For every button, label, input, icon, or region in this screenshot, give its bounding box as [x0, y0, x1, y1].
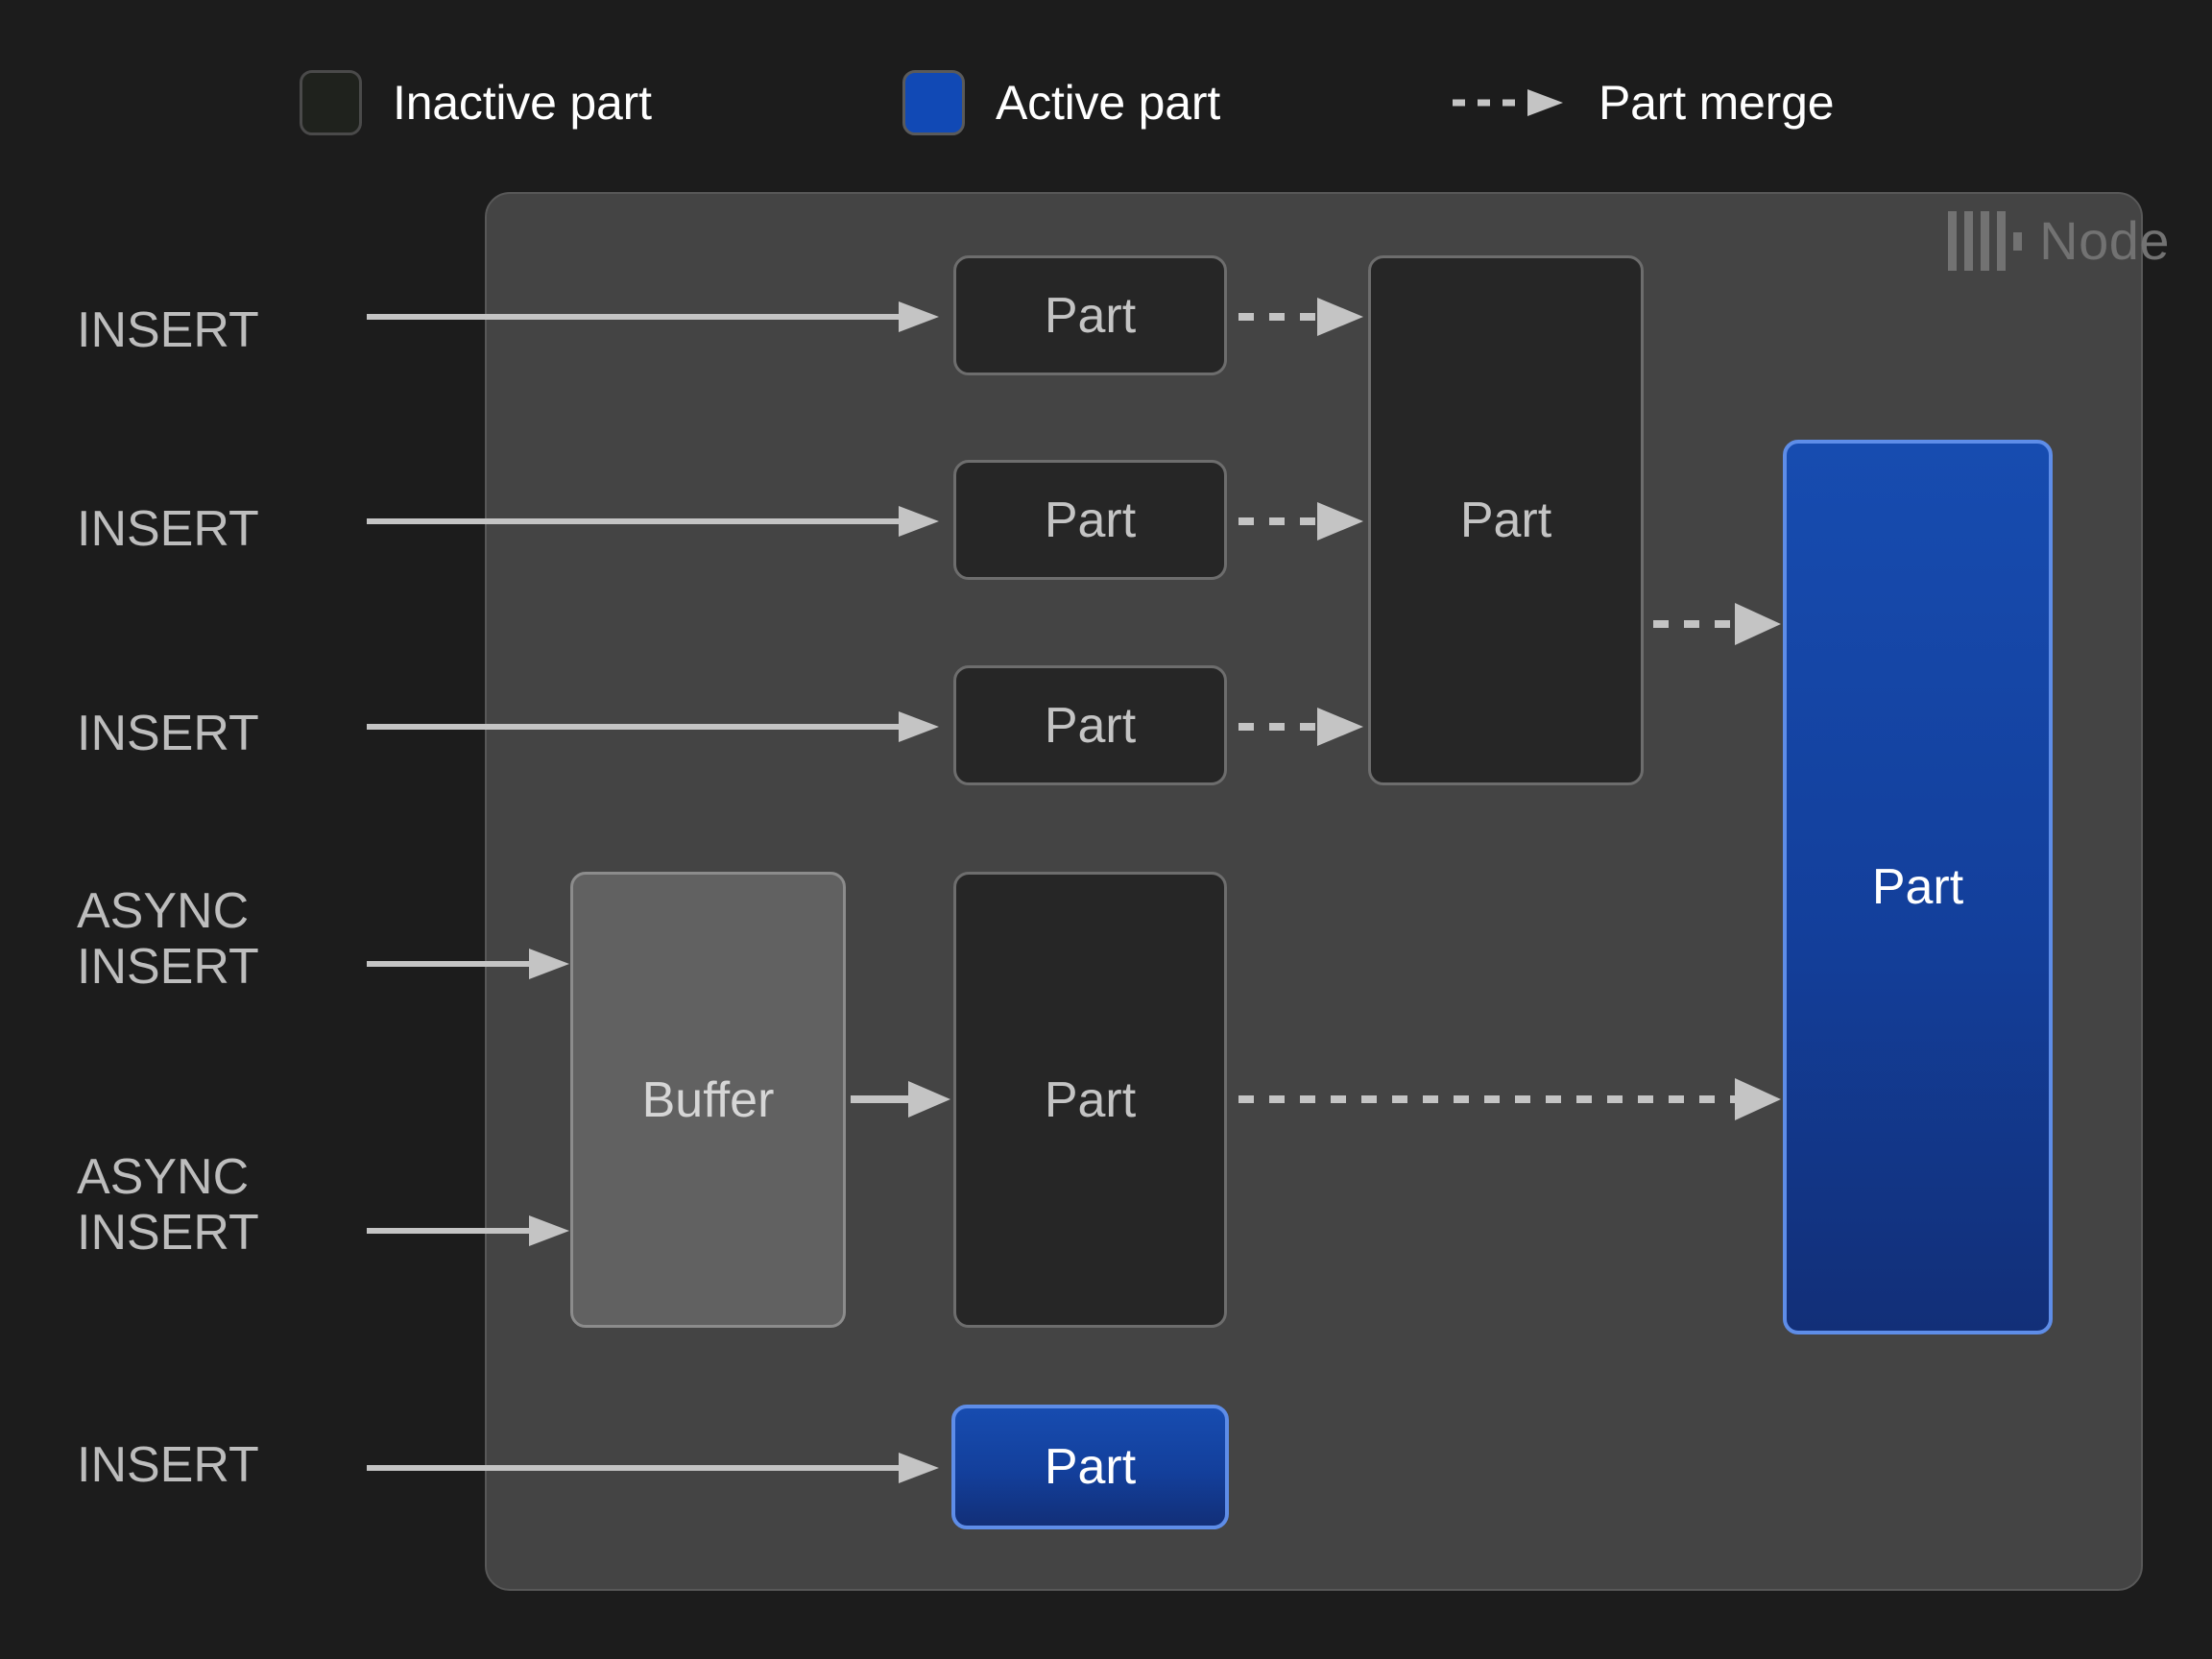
- part-box-final[interactable]: Part: [1783, 440, 2053, 1334]
- inactive-part-swatch: [300, 70, 362, 135]
- node-label: Node: [2039, 210, 2170, 271]
- part-box-1-label: Part: [1044, 287, 1137, 344]
- dashed-arrow-icon: [1453, 88, 1568, 117]
- part-box-merged-label: Part: [1459, 493, 1552, 548]
- legend-label-inactive-part: Inactive part: [393, 76, 652, 130]
- part-box-2-label: Part: [1044, 492, 1137, 548]
- clickhouse-logo-icon: [1948, 210, 2023, 271]
- part-box-buffered-label: Part: [1044, 1071, 1137, 1128]
- part-box-buffered[interactable]: Part: [953, 872, 1227, 1328]
- source-label-insert-4: INSERT: [77, 1437, 259, 1493]
- part-box-3-label: Part: [1044, 697, 1137, 754]
- legend-item-active-part: Active part: [902, 50, 1220, 156]
- source-label-async-insert-2: ASYNC INSERT: [77, 1149, 259, 1261]
- part-box-merged[interactable]: Part: [1368, 255, 1644, 785]
- legend-item-part-merge: Part merge: [1453, 50, 1835, 156]
- part-box-1[interactable]: Part: [953, 255, 1227, 375]
- part-box-direct[interactable]: Part: [951, 1405, 1229, 1529]
- legend: Inactive part Active part Part merge: [0, 50, 2212, 156]
- node-badge: Node: [1948, 209, 2170, 272]
- part-box-direct-label: Part: [1044, 1439, 1137, 1495]
- source-label-insert-1: INSERT: [77, 302, 259, 358]
- source-label-insert-2: INSERT: [77, 501, 259, 557]
- part-box-2[interactable]: Part: [953, 460, 1227, 580]
- source-label-insert-3: INSERT: [77, 706, 259, 761]
- part-box-final-label: Part: [1871, 859, 1964, 915]
- source-label-async-insert-1: ASYNC INSERT: [77, 883, 259, 995]
- buffer-box-label: Buffer: [641, 1071, 775, 1128]
- legend-label-active-part: Active part: [996, 76, 1221, 130]
- active-part-swatch: [902, 70, 965, 135]
- part-box-3[interactable]: Part: [953, 665, 1227, 785]
- legend-label-part-merge: Part merge: [1599, 76, 1835, 130]
- buffer-box[interactable]: Buffer: [570, 872, 846, 1328]
- legend-item-inactive-part: Inactive part: [300, 50, 652, 156]
